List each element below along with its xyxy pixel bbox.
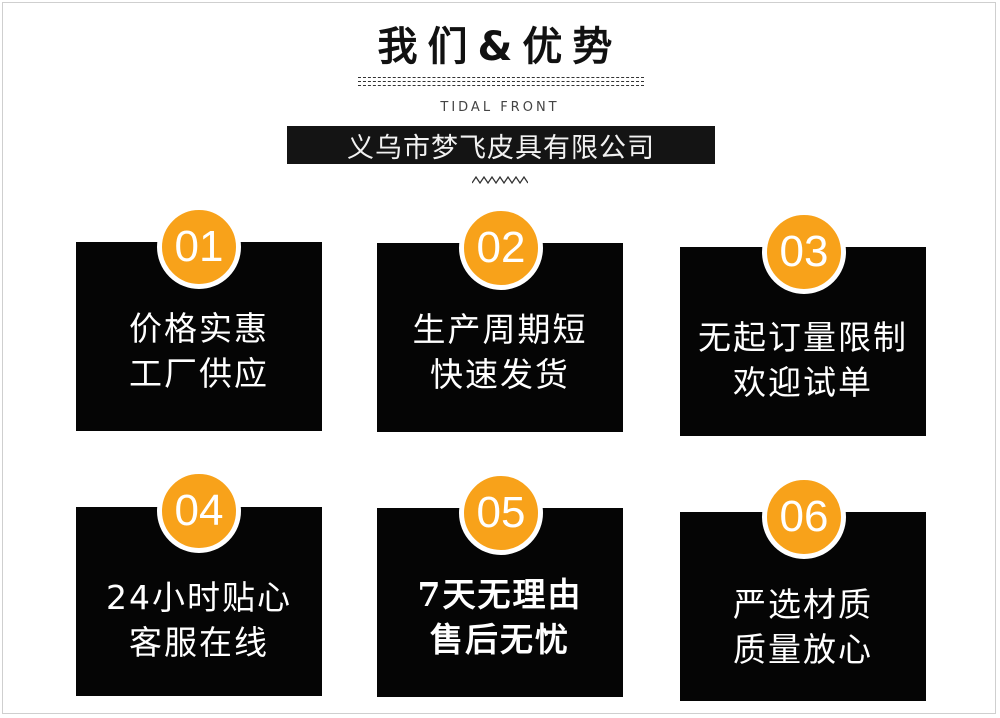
card-line-2: 工厂供应 (129, 354, 269, 393)
card-line-2: 售后无忧 (430, 620, 570, 659)
number-badge-01: 01 (157, 205, 241, 289)
card-line-1: 无起订量限制 (698, 318, 908, 357)
card-line-1: 严选材质 (733, 585, 873, 624)
page-subtitle: TIDAL FRONT (440, 100, 560, 115)
card-line-2: 客服在线 (129, 623, 269, 662)
divider-line (358, 77, 644, 78)
divider-line (358, 81, 644, 82)
zigzag-ornament-icon (472, 175, 528, 185)
number-badge-03: 03 (762, 210, 846, 294)
company-name: 义乌市梦飞皮具有限公司 (347, 132, 655, 164)
company-banner: 义乌市梦飞皮具有限公司 (287, 126, 715, 164)
number-badge-06: 06 (762, 475, 846, 559)
card-line-2: 快速发货 (430, 355, 570, 394)
card-line-2: 欢迎试单 (733, 363, 873, 402)
number-badge-05: 05 (459, 471, 543, 555)
advantage-card-02: 生产周期短 快速发货 (377, 243, 623, 432)
number-badge-02: 02 (459, 206, 543, 290)
advantage-card-05: 7天无理由 售后无忧 (377, 508, 623, 697)
number-badge-04: 04 (157, 469, 241, 553)
card-line-1: 价格实惠 (129, 309, 269, 348)
page-title: 我们&优势 (377, 24, 623, 70)
divider-line (358, 85, 644, 86)
card-line-1: 生产周期短 (412, 310, 588, 349)
card-line-1: 7天无理由 (417, 575, 583, 614)
card-line-2: 质量放心 (733, 630, 873, 669)
card-line-1: 24小时贴心 (106, 578, 292, 617)
